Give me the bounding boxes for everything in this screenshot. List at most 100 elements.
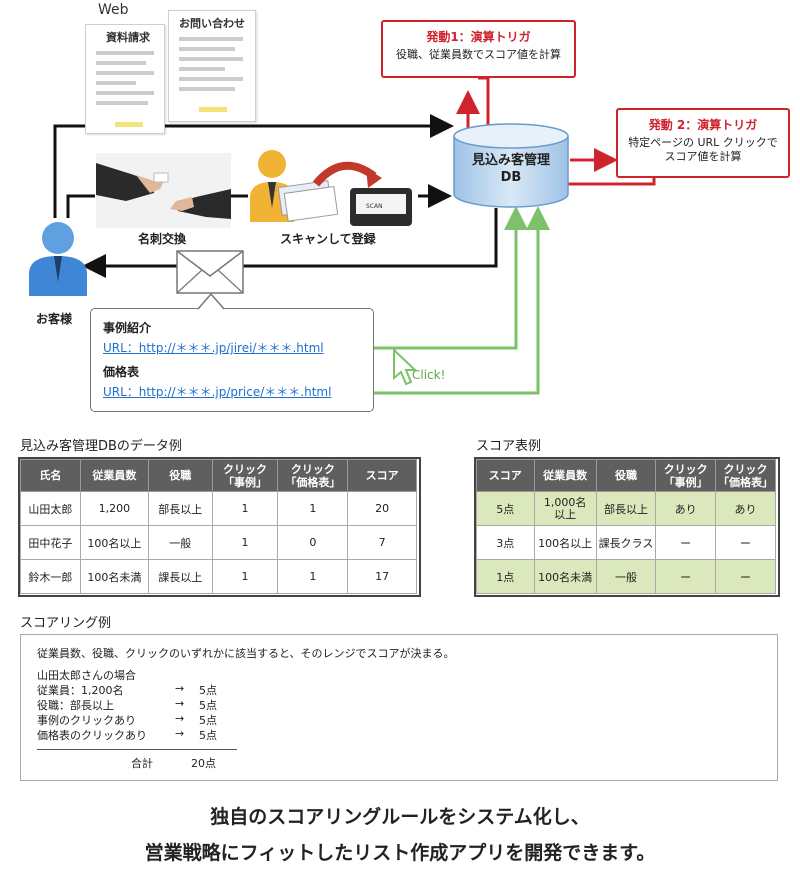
score-table-frame bbox=[474, 457, 780, 597]
score-table-header: スコア 従業員数 役職 クリック 「事例」 クリック 「価格表」 bbox=[476, 459, 776, 492]
scoring-intro: 従業員数、役職、クリックのいずれかに該当すると、そのレンジでスコアが決まる。 bbox=[37, 647, 455, 660]
db-label: 見込み客管理 DB bbox=[452, 152, 570, 186]
db-col-header: 氏名 bbox=[20, 459, 81, 492]
customer-icon bbox=[29, 222, 87, 296]
cell-score: 20 bbox=[347, 491, 417, 526]
table-row: 5点 1,000名 以上 部長以上 あり あり bbox=[476, 491, 776, 526]
cell-score: 3点 bbox=[476, 525, 535, 560]
scan-register-caption: スキャンして登録 bbox=[280, 232, 376, 246]
scoring-item-value: 5点 bbox=[199, 729, 217, 742]
cursor-click-icon bbox=[393, 348, 418, 386]
scoring-item-label: 従業員：1,200名 bbox=[37, 684, 124, 697]
db-col-header: スコア bbox=[347, 459, 417, 492]
cell-click-jirei: ー bbox=[655, 525, 717, 560]
card-exchange-photo bbox=[96, 153, 231, 228]
link-jirei[interactable]: URL：http://＊＊＊.jp/jirei/＊＊＊.html bbox=[103, 341, 324, 355]
db-table-frame bbox=[18, 457, 421, 597]
score-col-header: クリック 「価格表」 bbox=[715, 459, 776, 492]
arrow-click-price bbox=[360, 206, 550, 395]
scoring-item-value: 5点 bbox=[199, 699, 217, 712]
web-label: Web bbox=[98, 2, 129, 18]
scoring-total-divider bbox=[37, 749, 237, 750]
cell-click-price: ー bbox=[715, 525, 776, 560]
arrow-web-to-db bbox=[53, 114, 454, 218]
score-table: スコア 従業員数 役職 クリック 「事例」 クリック 「価格表」 5点 1,00… bbox=[476, 459, 776, 594]
scoring-item-label: 役職：部長以上 bbox=[37, 699, 114, 712]
scoring-item-label: 価格表のクリックあり bbox=[37, 729, 147, 742]
cell-employees: 1,200 bbox=[79, 491, 149, 526]
person-scanning-icon bbox=[250, 150, 412, 226]
db-label-line1: 見込み客管理 bbox=[471, 153, 550, 168]
table-row: 鈴木一郎 100名未満 課長以上 1 1 17 bbox=[20, 559, 417, 594]
scoring-item-label: 事例のクリックあり bbox=[37, 714, 136, 727]
arrow-click-jirei bbox=[356, 206, 528, 350]
cell-click-jirei: 1 bbox=[211, 491, 279, 526]
cell-employees: 100名以上 bbox=[79, 525, 149, 560]
scoring-item-arrow: → bbox=[175, 727, 185, 740]
scoring-example-box: 従業員数、役職、クリックのいずれかに該当すると、そのレンジでスコアが決まる。 山… bbox=[20, 634, 778, 781]
score-table-title: スコア表例 bbox=[476, 439, 542, 454]
envelope-icon bbox=[176, 250, 244, 294]
db-col-header: 従業員数 bbox=[79, 459, 149, 492]
cell-name: 田中花子 bbox=[20, 525, 81, 560]
scoring-person: 山田太郎さんの場合 bbox=[37, 669, 136, 682]
table-row: 1点 100名未満 一般 ー ー bbox=[476, 559, 776, 594]
db-col-header: クリック 「事例」 bbox=[211, 459, 279, 492]
cell-click-price: 0 bbox=[277, 525, 349, 560]
cell-score: 5点 bbox=[476, 491, 535, 526]
db-table-title: 見込み客管理DBのデータ例 bbox=[20, 439, 182, 454]
cell-position: 一般 bbox=[147, 525, 213, 560]
table-row: 山田太郎 1,200 部長以上 1 1 20 bbox=[20, 491, 417, 526]
trigger1-box: 発動1：演算トリガ 役職、従業員数でスコア値を計算 bbox=[381, 20, 576, 78]
click-label: Click! bbox=[412, 368, 446, 382]
customer-caption: お客様 bbox=[36, 312, 73, 326]
cell-click-jirei: ー bbox=[655, 559, 717, 594]
bubble-pointer bbox=[197, 292, 225, 310]
db-data-table: 氏名 従業員数 役職 クリック 「事例」 クリック 「価格表」 スコア 山田太郎… bbox=[20, 459, 417, 594]
arrow-card-to-scan bbox=[66, 194, 95, 218]
cell-click-price: ー bbox=[715, 559, 776, 594]
trigger2-title: 発動 2：演算トリガ bbox=[648, 118, 758, 132]
scoring-item-arrow: → bbox=[175, 682, 185, 695]
score-col-header: スコア bbox=[476, 459, 535, 492]
scoring-item-value: 5点 bbox=[199, 684, 217, 697]
cell-click-jirei: あり bbox=[655, 491, 717, 526]
cell-click-price: あり bbox=[715, 491, 776, 526]
db-col-header: 役職 bbox=[147, 459, 213, 492]
score-col-header: クリック 「事例」 bbox=[655, 459, 717, 492]
db-label-line2: DB bbox=[500, 170, 522, 185]
scoring-item-arrow: → bbox=[175, 712, 185, 725]
bubble-label-jirei: 事例紹介 bbox=[103, 321, 152, 335]
footer-line1: 独自のスコアリングルールをシステム化し、 bbox=[210, 806, 590, 828]
cell-score: 1点 bbox=[476, 559, 535, 594]
scoring-title: スコアリング例 bbox=[20, 616, 112, 631]
trigger1-title: 発動1：演算トリガ bbox=[426, 30, 531, 44]
cell-position: 課長以上 bbox=[147, 559, 213, 594]
cell-employees: 100名未満 bbox=[79, 559, 149, 594]
document-title: お問い合わせ bbox=[179, 17, 245, 30]
cell-score: 17 bbox=[347, 559, 417, 594]
cell-position: 部長以上 bbox=[147, 491, 213, 526]
trigger2-desc1: 特定ページの URL クリックで bbox=[628, 136, 778, 149]
scoring-total-label: 合計 bbox=[131, 757, 153, 770]
link-price[interactable]: URL：http://＊＊＊.jp/price/＊＊＊.html bbox=[103, 385, 332, 399]
bubble-label-price: 価格表 bbox=[103, 365, 140, 379]
cell-click-jirei: 1 bbox=[211, 525, 279, 560]
cell-name: 鈴木一郎 bbox=[20, 559, 81, 594]
document-contact-form: お問い合わせ bbox=[168, 10, 256, 122]
cell-name: 山田太郎 bbox=[20, 491, 81, 526]
cell-employees: 100名未満 bbox=[533, 559, 597, 594]
email-content-bubble: 事例紹介 URL：http://＊＊＊.jp/jirei/＊＊＊.html 価格… bbox=[90, 308, 374, 412]
cell-position: 課長クラス bbox=[595, 525, 657, 560]
scan-label: SCAN bbox=[366, 203, 383, 210]
scoring-item-arrow: → bbox=[175, 697, 185, 710]
trigger2-desc2: スコア値を計算 bbox=[664, 150, 742, 163]
cell-score: 7 bbox=[347, 525, 417, 560]
scoring-total-value: 20点 bbox=[191, 757, 216, 770]
score-col-header: 従業員数 bbox=[533, 459, 597, 492]
cell-click-price: 1 bbox=[277, 491, 349, 526]
db-col-header: クリック 「価格表」 bbox=[277, 459, 349, 492]
document-request-form: 資料請求 bbox=[85, 24, 165, 134]
document-title: 資料請求 bbox=[106, 31, 150, 44]
trigger1-desc: 役職、従業員数でスコア値を計算 bbox=[396, 48, 561, 61]
